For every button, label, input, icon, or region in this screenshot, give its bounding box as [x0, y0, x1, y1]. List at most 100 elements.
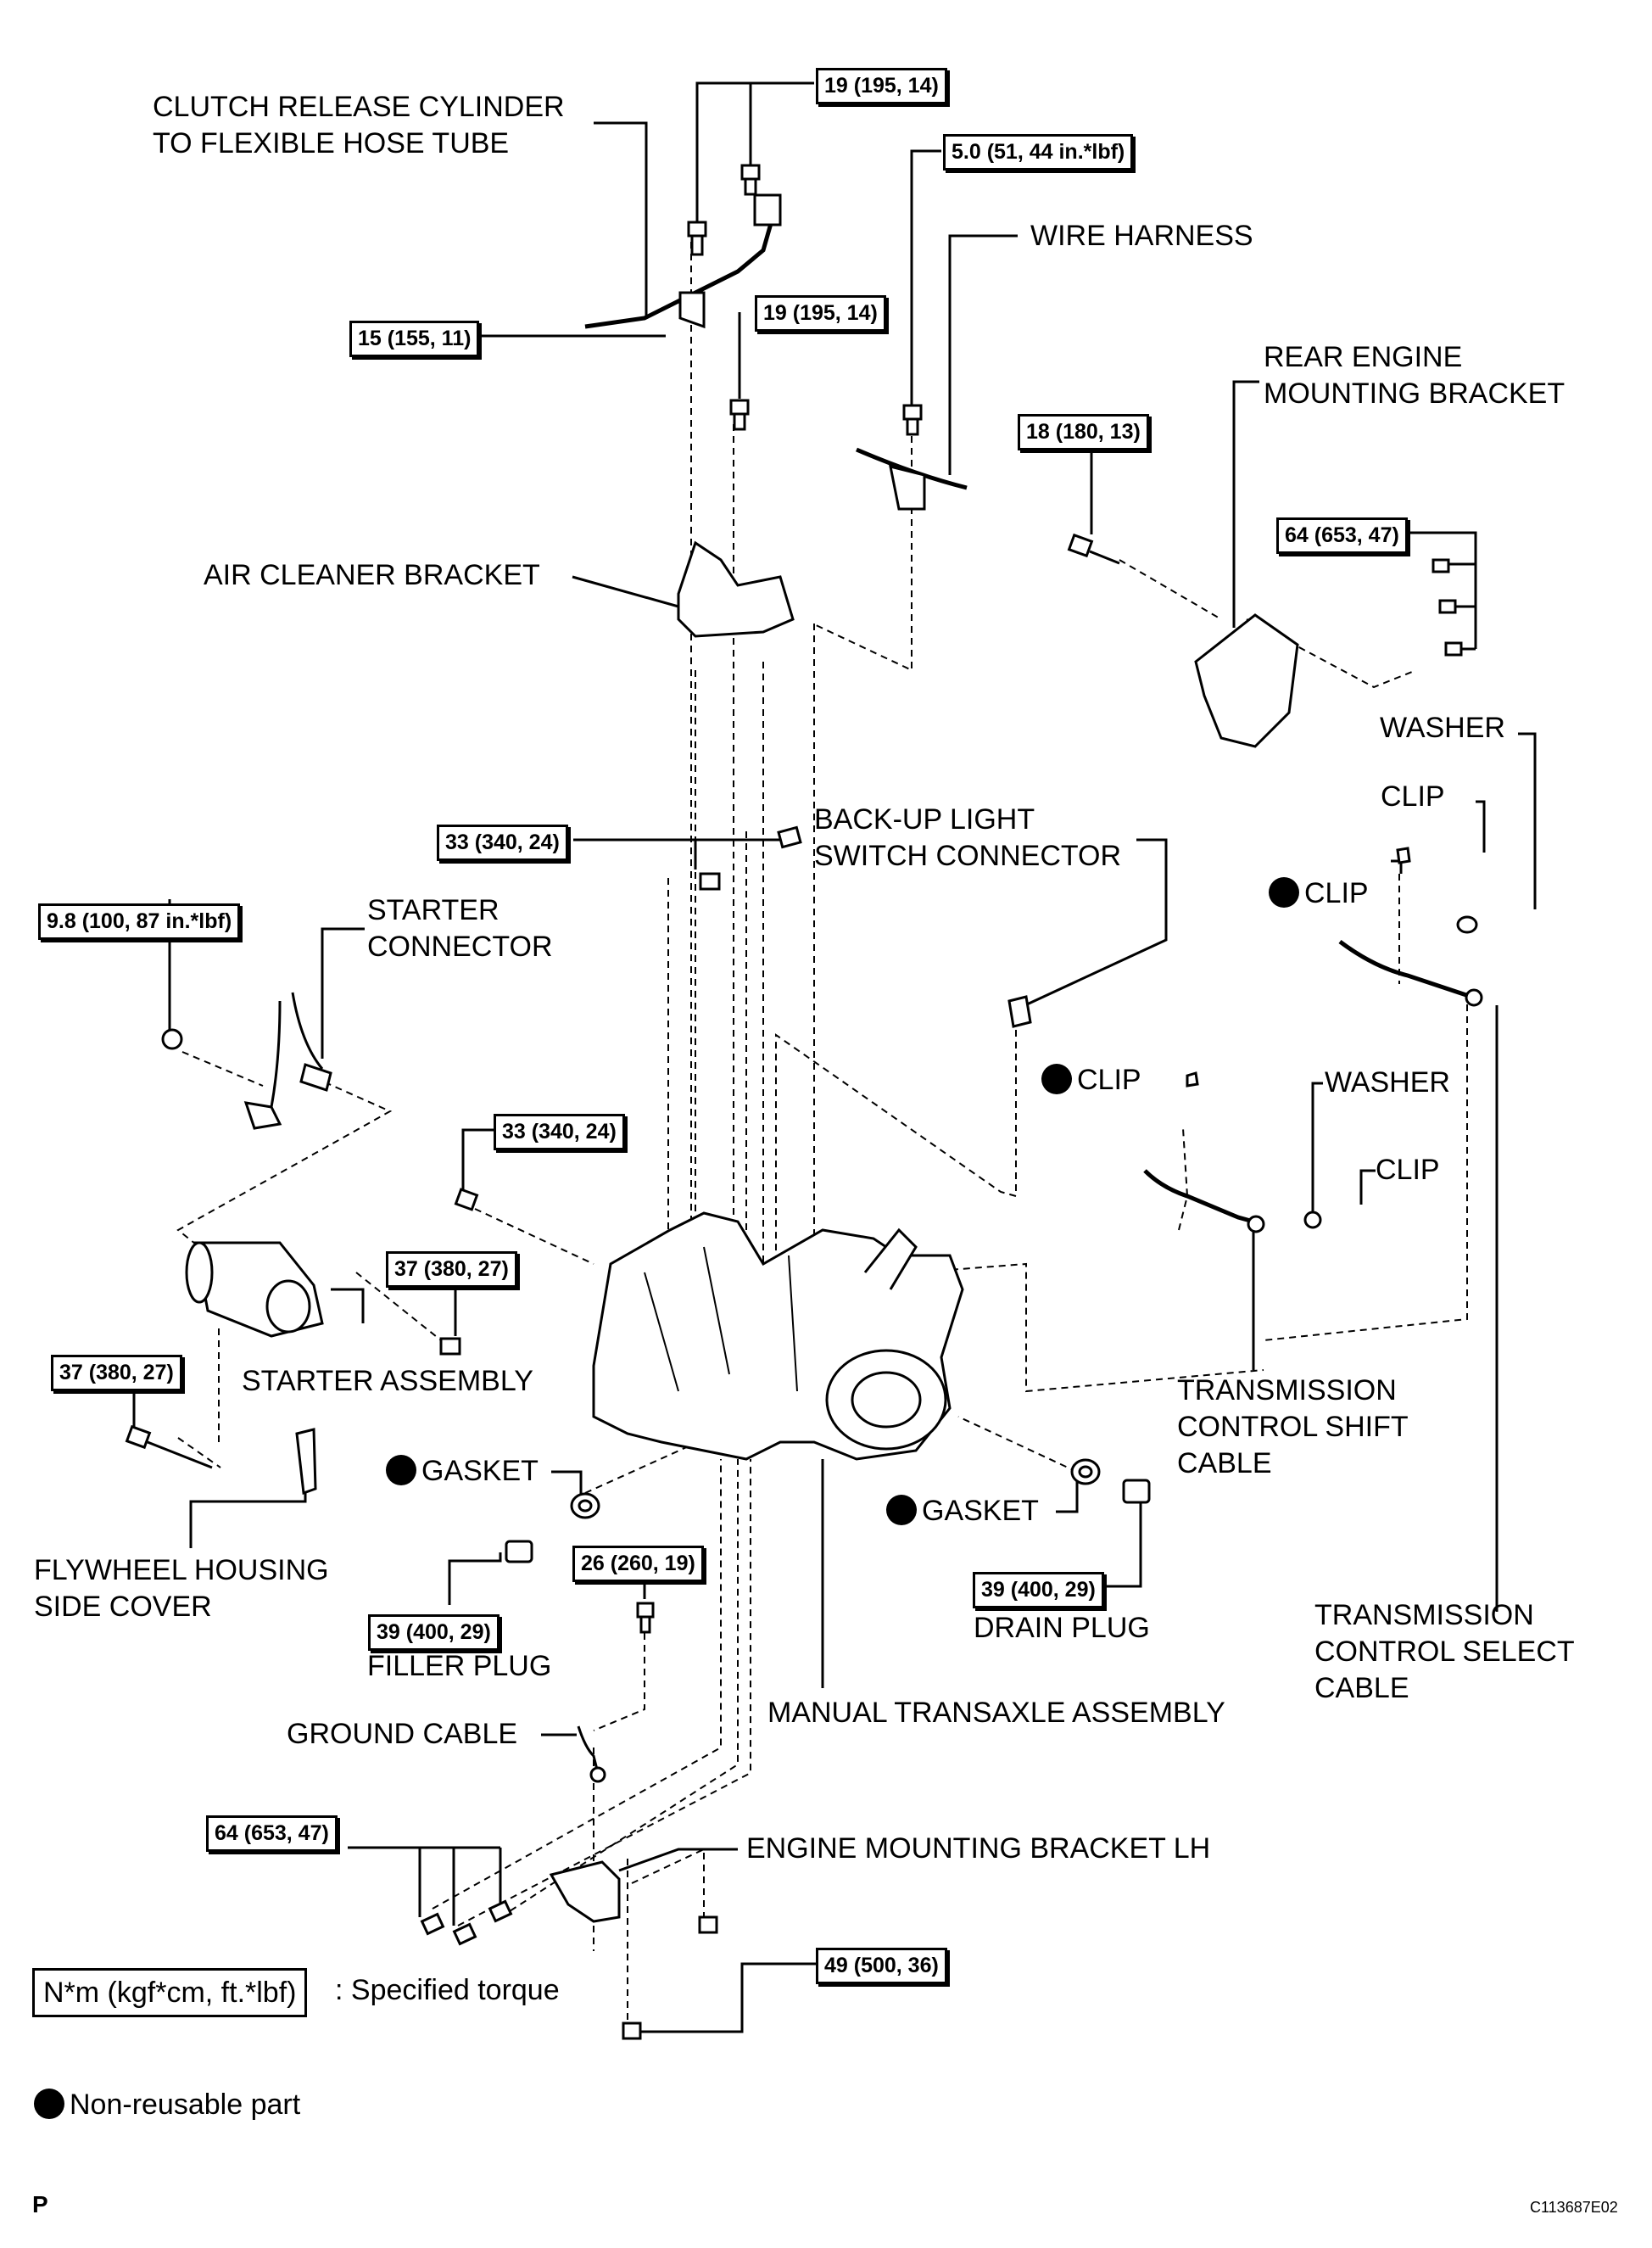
torque-37-right: 37 (380, 27)	[386, 1251, 517, 1288]
dash-select	[1263, 874, 1468, 1341]
dash-shift	[915, 1127, 1264, 1393]
label-gasket-left: GASKET	[386, 1453, 539, 1490]
bolt-19-top	[687, 221, 707, 256]
label-ground-cable: GROUND CABLE	[287, 1718, 518, 1750]
bolts-64-lh	[420, 1899, 513, 1946]
label-select-cable: TRANSMISSION CONTROL SELECT CABLE	[1314, 1599, 1575, 1704]
label-drain-plug: DRAIN PLUG	[974, 1612, 1150, 1644]
starter-assembly-part	[185, 1241, 324, 1338]
torque-64-rear: 64 (653, 47)	[1276, 517, 1408, 554]
leader-washer-upper	[1518, 732, 1537, 909]
drain-plug-part	[1122, 1479, 1151, 1504]
label-backup-light: BACK-UP LIGHT SWITCH CONNECTOR	[814, 803, 1122, 872]
engine-bracket-lh-part	[549, 1860, 621, 1923]
figure-code: C113687E02	[1530, 2199, 1618, 2216]
dash-backup	[667, 831, 1017, 1306]
leader-50	[910, 149, 941, 405]
gasket-left	[570, 1492, 600, 1519]
non-reusable-dot-icon	[386, 1455, 416, 1485]
backup-connector-part	[1007, 995, 1032, 1028]
label-starter-connector: STARTER CONNECTOR	[367, 894, 553, 963]
leader-clutch-release	[594, 121, 648, 318]
leader-bracket-lh	[618, 1848, 738, 1872]
leader-backup	[1015, 838, 1168, 1011]
leader-flywheel	[189, 1493, 307, 1548]
leader-19-top	[695, 81, 814, 225]
leader-49	[632, 1962, 835, 2033]
leader-clip-mid	[1359, 1169, 1376, 1205]
label-washer-upper: WASHER	[1380, 712, 1505, 744]
torque-64-lh: 64 (653, 47)	[206, 1815, 338, 1852]
torque-39-drain: 39 (400, 29)	[973, 1572, 1104, 1608]
label-wire-harness: WIRE HARNESS	[1030, 220, 1253, 252]
label-clip-upper: CLIP	[1381, 780, 1445, 813]
gasket-right	[1070, 1458, 1101, 1485]
leader-wire-harness	[948, 234, 1018, 475]
torque-26: 26 (260, 19)	[572, 1546, 704, 1582]
nut-98	[161, 1028, 183, 1050]
select-cable-part	[1338, 939, 1472, 999]
bolt-18	[1067, 533, 1120, 565]
leader-rear-bracket	[1232, 380, 1259, 628]
label-manual-transaxle: MANUAL TRANSAXLE ASSEMBLY	[767, 1697, 1225, 1729]
torque-33-top: 33 (340, 24)	[437, 825, 568, 861]
dash-air-cleaner	[690, 242, 913, 1323]
bolt-50	[902, 404, 923, 436]
torque-15: 15 (155, 11)	[349, 321, 480, 357]
non-reusable-dot-icon	[1269, 877, 1299, 908]
bolt-33-top	[699, 825, 802, 891]
torque-unit-description: : Specified torque	[335, 1974, 560, 2006]
label-clutch-release: CLUTCH RELEASE CYLINDER TO FLEXIBLE HOSE…	[153, 91, 565, 159]
non-reusable-dot-icon	[1041, 1064, 1072, 1094]
label-filler-plug: FILLER PLUG	[367, 1650, 552, 1682]
dash-33-mid	[474, 1208, 594, 1265]
leader-filler	[448, 1552, 502, 1605]
torque-5-0: 5.0 (51, 44 in.*lbf)	[943, 134, 1134, 171]
torque-49: 49 (500, 36)	[816, 1948, 947, 1984]
leader-starter-assy	[331, 1288, 365, 1323]
bolt-19-top-b	[740, 164, 761, 196]
torque-19-mid: 19 (195, 14)	[755, 295, 886, 332]
shift-cable-part	[1143, 1169, 1254, 1224]
bolts-64-rear	[1432, 558, 1463, 657]
ground-cable-part	[577, 1725, 606, 1783]
label-engine-bracket-lh: ENGINE MOUNTING BRACKET LH	[746, 1832, 1211, 1865]
leader-gasket-right	[1056, 1480, 1079, 1513]
leader-starter-conn	[321, 927, 365, 1059]
leader-64-rear	[1408, 531, 1477, 651]
label-clip-nonreusable-mid: CLIP	[1041, 1062, 1141, 1099]
dash-starter	[176, 1051, 442, 1341]
label-flywheel-cover: FLYWHEEL HOUSING SIDE COVER	[34, 1554, 329, 1623]
leader-33-top	[573, 838, 784, 870]
bolt-26	[636, 1602, 655, 1634]
page-mark: P	[32, 2191, 48, 2217]
clutch-tube-part	[584, 220, 774, 329]
label-gasket-right: GASKET	[886, 1493, 1039, 1529]
label-clip-nonreusable-upper: CLIP	[1269, 875, 1369, 912]
non-reusable-dot-icon	[34, 2089, 64, 2119]
dash-flywheel	[177, 1323, 221, 1468]
label-shift-cable: TRANSMISSION CONTROL SHIFT CABLE	[1177, 1374, 1409, 1479]
non-reusable-legend: Non-reusable part	[34, 2087, 300, 2123]
label-rear-engine-bracket: REAR ENGINE MOUNTING BRACKET	[1264, 341, 1565, 410]
label-clip-mid: CLIP	[1376, 1154, 1440, 1186]
torque-18: 18 (180, 13)	[1018, 414, 1149, 450]
torque-unit-box: N*m (kgf*cm, ft.*lbf)	[32, 1968, 308, 2017]
torque-39-filler: 39 (400, 29)	[368, 1614, 500, 1651]
leader-64-lh	[348, 1846, 502, 1926]
bolt-37-left	[125, 1424, 213, 1469]
bolt-37-right	[439, 1337, 461, 1356]
leader-gasket-left	[551, 1470, 583, 1501]
bolt-49	[622, 1915, 718, 2040]
dash-49	[627, 1848, 705, 2032]
flywheel-cover-part	[295, 1428, 317, 1496]
transaxle-housing-part	[592, 1211, 964, 1461]
dash-bracket-lh	[432, 1459, 751, 1926]
torque-19-top: 19 (195, 14)	[816, 68, 947, 104]
bolt-19-mid	[729, 399, 750, 431]
air-cleaner-bracket-part	[677, 540, 795, 638]
rear-engine-bracket-part	[1194, 613, 1299, 748]
leader-33-mid	[461, 1128, 499, 1192]
leader-washer-mid	[1311, 1082, 1323, 1222]
